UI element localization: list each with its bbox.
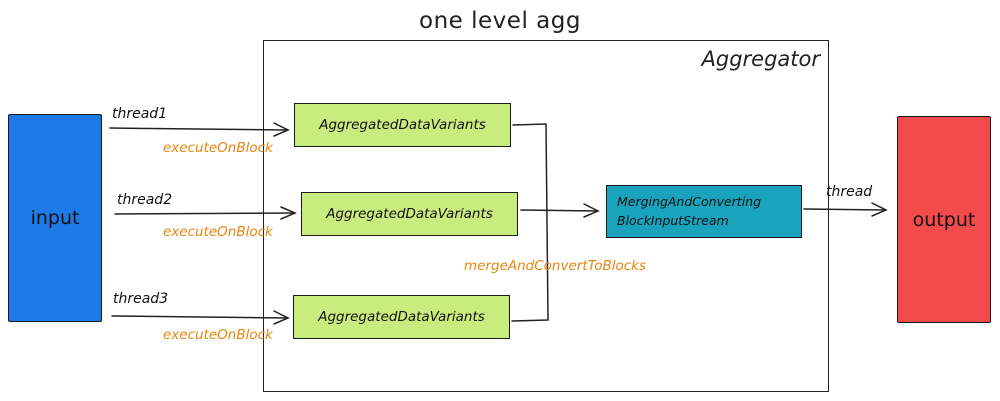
aggregated-data-variants-2: AggregatedDataVariants [301, 192, 518, 236]
aggregated-data-variants-2-label: AggregatedDataVariants [326, 206, 493, 222]
thread3-label: thread3 [113, 291, 169, 307]
input-label: input [30, 207, 80, 229]
merging-line-2: BlockInputStream [617, 213, 729, 228]
aggregated-data-variants-1-label: AggregatedDataVariants [319, 117, 486, 133]
aggregated-data-variants-3: AggregatedDataVariants [293, 295, 510, 339]
thread3-arrow [111, 315, 289, 319]
thread3-arrowhead [273, 310, 290, 325]
merge-and-convert-label: mergeAndConvertToBlocks [464, 258, 647, 274]
thread2-arrow [114, 212, 296, 215]
input-node: input [8, 114, 102, 322]
thread2-arrowhead [280, 206, 297, 220]
output-thread-label: thread [826, 184, 873, 200]
thread2-label: thread2 [117, 192, 173, 208]
execute-on-block-label-2: executeOnBlock [163, 224, 273, 240]
middle-to-merge-arrowhead [583, 203, 600, 218]
thread1-label: thread1 [112, 106, 168, 122]
merge-to-output-arrowhead [871, 202, 888, 217]
top-merge-connector [511, 123, 549, 322]
merging-and-converting-node: MergingAndConverting BlockInputStream [606, 185, 802, 238]
execute-on-block-label-3: executeOnBlock [163, 327, 273, 343]
merge-to-output-arrow [803, 208, 887, 211]
diagram-title: one level agg [419, 8, 581, 34]
aggregator-container [263, 40, 829, 392]
aggregated-data-variants-3-label: AggregatedDataVariants [318, 309, 485, 325]
output-node: output [897, 116, 991, 323]
thread1-arrow [109, 127, 289, 131]
aggregator-label: Aggregator [701, 47, 821, 71]
middle-to-merge-arrow [520, 209, 599, 212]
execute-on-block-label-1: executeOnBlock [163, 140, 273, 156]
output-label: output [912, 208, 976, 231]
thread1-arrowhead [273, 122, 290, 137]
merging-line-1: MergingAndConverting [617, 194, 762, 209]
aggregated-data-variants-1: AggregatedDataVariants [294, 103, 511, 147]
